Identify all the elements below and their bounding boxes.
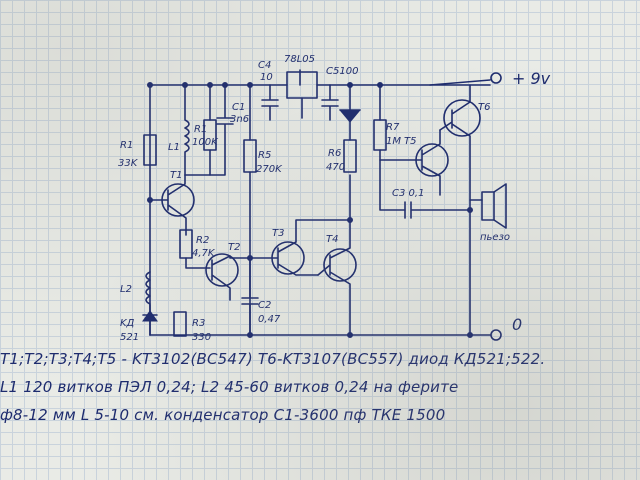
- label-c2-value: 0,47: [258, 314, 281, 325]
- label-t4: T4: [326, 234, 338, 245]
- resistor-r7: [373, 119, 387, 151]
- label-c1: C1: [232, 102, 245, 113]
- label-diode: KД: [120, 318, 135, 329]
- label-r1-pot-value: 100K: [192, 137, 219, 148]
- label-t2: T2: [228, 242, 240, 253]
- label-t1: T1: [170, 170, 182, 181]
- resistor-r3: [173, 311, 187, 337]
- transistor-t6: [443, 99, 481, 137]
- label-c1-value: 3n6: [230, 114, 249, 125]
- label-r2-value: 4,7K: [192, 248, 216, 259]
- label-r5: R5: [258, 150, 271, 161]
- transistor-t2: [205, 253, 239, 287]
- label-supply: + 9v: [512, 69, 551, 88]
- label-piezo: пьезо: [480, 232, 510, 243]
- label-t6: T6: [478, 102, 490, 113]
- resistor-r5: [243, 139, 257, 173]
- positive-terminal: [490, 72, 502, 84]
- label-regulator: 78L05: [284, 54, 315, 65]
- capacitor-c3: [404, 201, 471, 219]
- label-c3: C3 0,1: [392, 188, 424, 199]
- label-c4: C4: [258, 60, 271, 71]
- label-r1-pot: R1: [194, 124, 207, 135]
- note-line-ferrite: ф8-12 мм L 5-10 см. конденсатор С1-3600 …: [0, 406, 446, 424]
- label-r1: R1: [120, 140, 133, 151]
- label-r6: R6: [328, 148, 341, 159]
- capacitor-c5: [321, 84, 339, 121]
- label-l2: L2: [120, 284, 132, 295]
- resistor-r6: [343, 139, 357, 173]
- label-diode-value: 521: [120, 332, 139, 343]
- coil-l2: [145, 271, 151, 305]
- capacitor-c4: [261, 84, 279, 121]
- label-r7-value: 1M: [386, 136, 401, 147]
- label-c5: C5100: [326, 66, 358, 77]
- label-c2: C2: [258, 300, 271, 311]
- capacitor-c1: [209, 84, 234, 176]
- label-c4-value: 10: [260, 72, 273, 83]
- regulator-78l05: [286, 71, 318, 99]
- transistor-t4: [323, 248, 357, 282]
- led-indicator: [338, 109, 362, 123]
- label-r2: R2: [196, 235, 209, 246]
- piezo-speaker: [481, 191, 495, 221]
- label-r1-value: 33K: [118, 158, 139, 169]
- label-t3: T3: [272, 228, 284, 239]
- label-ground: 0: [512, 315, 522, 334]
- resistor-r1: [143, 134, 157, 166]
- label-t5: T5: [404, 136, 416, 147]
- note-line-transistors: T1;T2;T3;T4;T5 - KT3102(BC547) T6-KT3107…: [0, 350, 546, 368]
- capacitor-c2: [241, 257, 259, 336]
- label-l1: L1: [168, 142, 180, 153]
- label-r3-value: 330: [192, 332, 211, 343]
- label-r5-value: 270K: [256, 164, 283, 175]
- coil-l1: [184, 84, 190, 176]
- positive-rail: [149, 69, 491, 86]
- ground-terminal: [490, 329, 502, 341]
- label-r6-value: 470: [326, 162, 345, 173]
- label-r3: R3: [192, 318, 205, 329]
- label-r7: R7: [386, 122, 400, 133]
- note-line-coils: L1 120 витков ПЭЛ 0,24; L2 45-60 витков …: [0, 378, 459, 396]
